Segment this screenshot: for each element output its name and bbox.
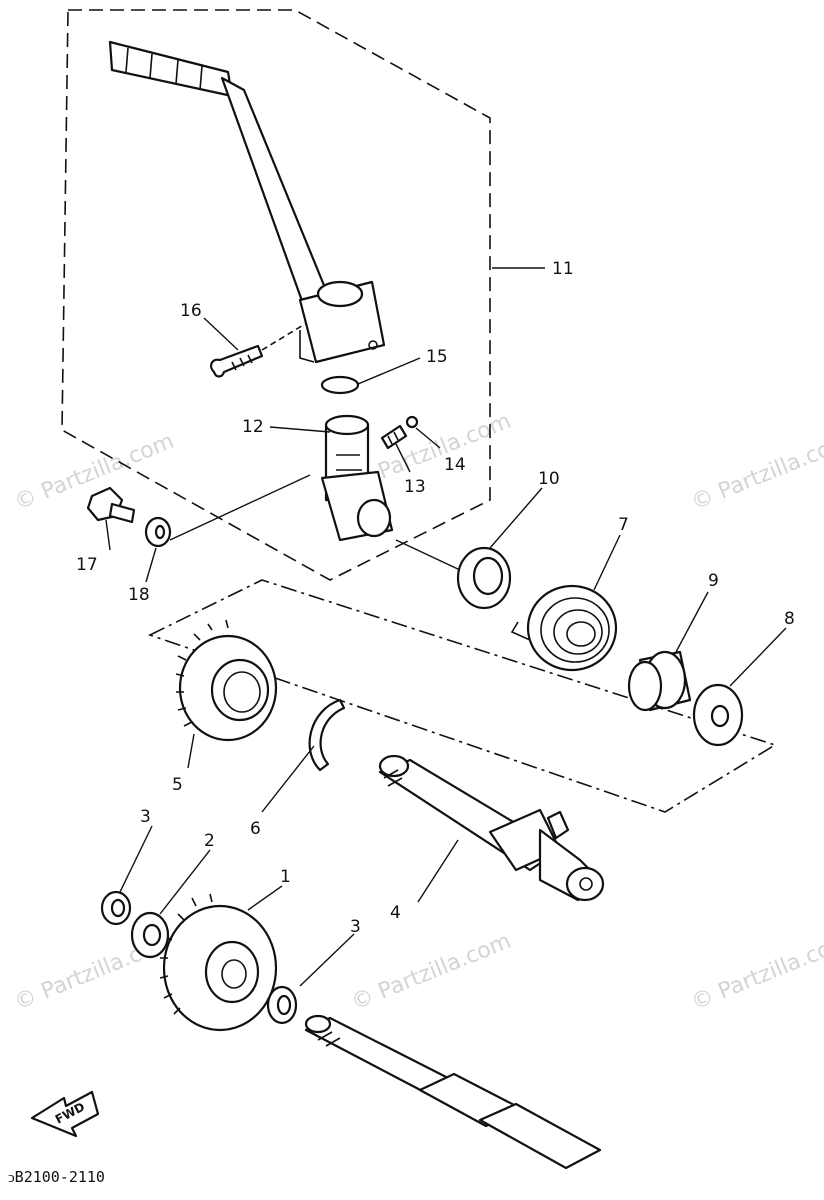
label-part-12: 12	[242, 417, 264, 437]
label-part-7: 7	[618, 515, 629, 535]
label-part-8: 8	[784, 609, 795, 629]
label-part-16: 16	[180, 301, 202, 321]
washer-2	[130, 911, 170, 959]
label-part-3-lower: 3	[350, 917, 361, 937]
label-part-3-upper: 3	[140, 807, 151, 827]
label-part-15: 15	[426, 347, 448, 367]
part-labels: 11 12 13 14 15 16 17 18 10 7 9 8 5 6 4 3…	[76, 259, 795, 937]
watermark: © Partzilla.com	[688, 429, 824, 516]
circlip-3-lower	[266, 985, 298, 1025]
bolt-16	[210, 323, 306, 378]
connector-line	[169, 474, 311, 541]
circlip-6	[308, 698, 346, 772]
kick-crank-assembly-boundary	[61, 9, 491, 581]
label-part-9: 9	[708, 571, 719, 591]
drawing-code: ↄB2100-2110	[8, 1168, 105, 1186]
oil-seal-10	[456, 546, 512, 610]
kick-axle-4	[378, 754, 605, 902]
label-part-14: 14	[444, 455, 466, 475]
label-part-11: 11	[552, 259, 574, 279]
kick-crank-lever	[108, 40, 386, 364]
label-part-10: 10	[538, 469, 560, 489]
spring-pin-13	[380, 424, 408, 450]
washer-18	[144, 516, 172, 548]
ball-14	[405, 415, 419, 429]
label-part-4: 4	[390, 903, 401, 923]
connector-line	[395, 539, 461, 571]
torsion-spring-7	[510, 584, 618, 672]
bolt-17	[86, 486, 136, 524]
label-part-2: 2	[204, 831, 215, 851]
label-part-13: 13	[404, 477, 426, 497]
kick-gear-1	[159, 893, 278, 1032]
label-part-18: 18	[128, 585, 150, 605]
label-part-6: 6	[250, 819, 261, 839]
spacer-9	[627, 650, 692, 712]
kick-shaft-boss-12	[320, 414, 394, 542]
circlip-3-upper	[100, 890, 132, 926]
leader-lines	[105, 267, 787, 987]
washer-8	[692, 683, 744, 747]
watermark: © Partzilla.com	[348, 929, 515, 1016]
label-part-5: 5	[172, 775, 183, 795]
label-part-1: 1	[280, 867, 291, 887]
o-ring-15	[320, 375, 360, 395]
fwd-arrow-icon: FWD	[30, 1090, 100, 1138]
ratchet-wheel-5	[175, 619, 278, 742]
watermark: © Partzilla.com	[688, 929, 824, 1016]
main-shaft	[304, 1014, 602, 1170]
label-part-17: 17	[76, 555, 98, 575]
